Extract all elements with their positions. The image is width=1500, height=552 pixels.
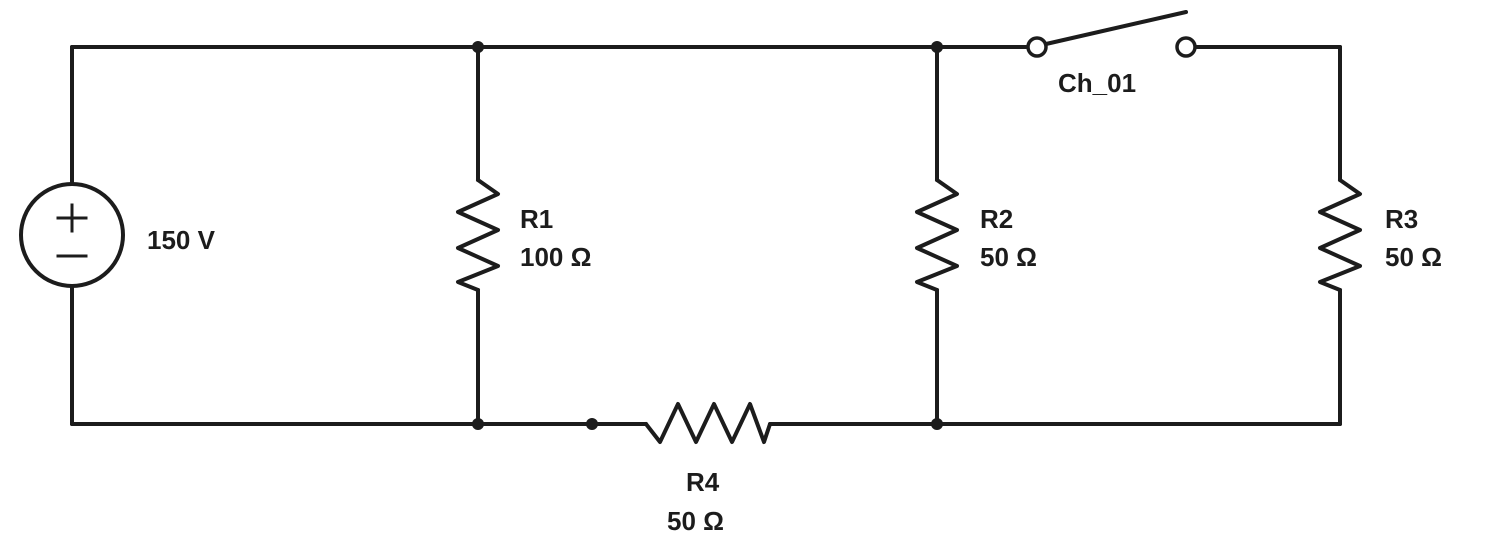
r1-name-label: R1 xyxy=(520,204,553,234)
r3-value-label: 50 Ω xyxy=(1385,242,1442,272)
r4-zigzag xyxy=(644,402,772,444)
r4-value-label: 50 Ω xyxy=(667,506,724,536)
switch-blade xyxy=(1044,10,1188,46)
r2-zigzag xyxy=(915,178,959,292)
resistor-r3 xyxy=(1318,178,1362,292)
resistor-r1 xyxy=(456,178,500,292)
resistor-r4 xyxy=(644,402,772,444)
r2-value-label: 50 Ω xyxy=(980,242,1037,272)
switch-ch01 xyxy=(1026,10,1197,58)
junction-node xyxy=(931,41,943,53)
switch-terminal-right xyxy=(1175,36,1197,58)
voltage-source xyxy=(19,182,125,288)
switch-label: Ch_01 xyxy=(1058,68,1136,98)
junction-node xyxy=(472,41,484,53)
r3-name-label: R3 xyxy=(1385,204,1418,234)
r2-name-label: R2 xyxy=(980,204,1013,234)
source-circle xyxy=(19,182,125,288)
junction-node xyxy=(472,418,484,430)
switch-terminal-left xyxy=(1026,36,1048,58)
r4-name-label: R4 xyxy=(686,467,720,497)
junction-node xyxy=(586,418,598,430)
wires xyxy=(70,45,1342,426)
source-voltage-label: 150 V xyxy=(147,225,216,255)
junction-node xyxy=(931,418,943,430)
resistor-r2 xyxy=(915,178,959,292)
r3-zigzag xyxy=(1318,178,1362,292)
r1-value-label: 100 Ω xyxy=(520,242,591,272)
junction-nodes xyxy=(472,41,943,430)
r1-zigzag xyxy=(456,178,500,292)
